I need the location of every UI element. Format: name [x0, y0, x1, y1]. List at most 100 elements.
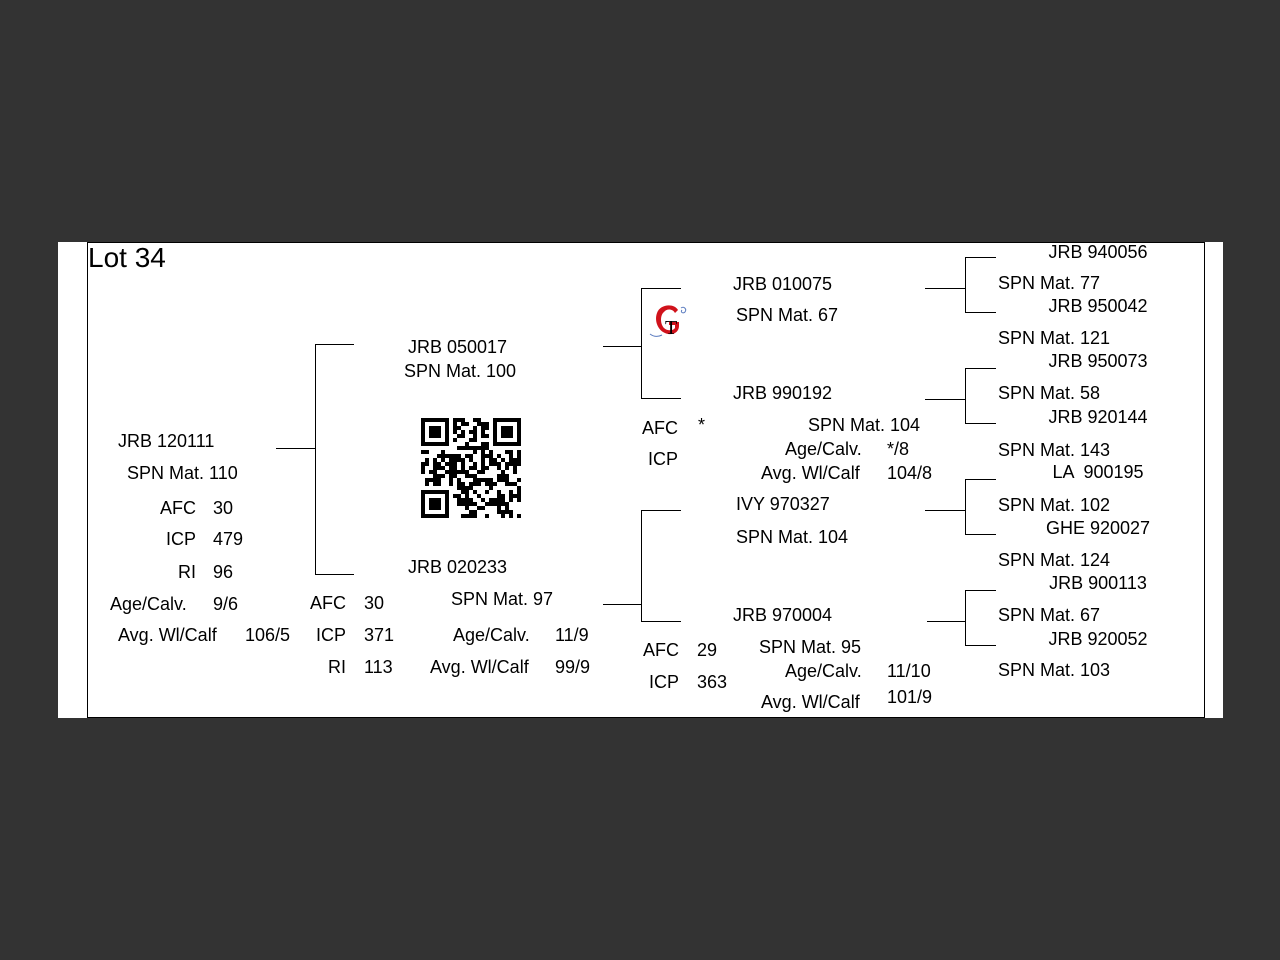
- animal-wl-value: 106/5: [245, 625, 291, 645]
- dam-icp-value: 371: [364, 625, 395, 645]
- bracket-animal-stem: [276, 448, 315, 449]
- g3-0-spn: SPN Mat. 77: [998, 273, 1101, 293]
- g3-6-id: JRB 900113: [1049, 573, 1147, 593]
- animal-ri-label: RI: [178, 562, 196, 582]
- sd-afc-value: *: [698, 415, 706, 435]
- animal-ri-value: 96: [213, 562, 234, 582]
- bracket-g3-b-vertical: [965, 368, 966, 424]
- ss-id: JRB 010075: [733, 274, 833, 294]
- bracket-dam-vertical: [641, 510, 642, 622]
- bracket-sire-arm: [315, 344, 354, 345]
- animal-age-label: Age/Calv.: [110, 594, 187, 614]
- sd-spn: SPN Mat. 104: [808, 415, 921, 435]
- animal-spn: SPN Mat. 110: [127, 463, 238, 483]
- dd-afc-label: AFC: [643, 640, 679, 660]
- bracket-sire-vertical: [641, 288, 642, 399]
- sire-spn: SPN Mat. 100: [404, 361, 517, 381]
- lot-title: Lot 34: [88, 242, 166, 273]
- dd-id: JRB 970004: [733, 605, 833, 625]
- dd-spn: SPN Mat. 95: [759, 637, 862, 657]
- g3-4-spn: SPN Mat. 102: [998, 495, 1111, 515]
- sire-id: JRB 050017: [408, 337, 508, 357]
- bracket-g3-c-stem: [925, 510, 965, 511]
- g3-6-spn: SPN Mat. 67: [998, 605, 1101, 625]
- pedigree-page: Lot 34 JRB 120111 SPN Mat. 110 AFC 30 IC…: [58, 242, 1223, 718]
- g3-5-spn: SPN Mat. 124: [998, 550, 1111, 570]
- dd-icp-label: ICP: [648, 672, 679, 692]
- dd-age-value: 11/10: [887, 661, 931, 681]
- bracket-g3-c-bottom-arm: [965, 534, 996, 535]
- bracket-dam-stem: [603, 604, 641, 605]
- frame-left-line: [87, 242, 88, 718]
- bracket-dam-arm: [315, 574, 354, 575]
- sd-id: JRB 990192: [733, 383, 833, 403]
- sd-age-label: Age/Calv.: [785, 439, 862, 459]
- bracket-g3-c-top-arm: [965, 479, 996, 480]
- sd-wl-label: Avg. Wl/Calf: [761, 463, 860, 483]
- g3-2-id: JRB 950073: [1048, 351, 1148, 371]
- dam-afc-label: AFC: [310, 593, 346, 613]
- animal-id: JRB 120111: [118, 431, 215, 451]
- bracket-g3-d-top-arm: [965, 590, 996, 591]
- dam-age-value: 11/9: [555, 625, 589, 645]
- animal-age-value: 9/6: [213, 594, 239, 614]
- dam-wl-label: Avg. Wl/Calf: [430, 657, 529, 677]
- g3-7-spn: SPN Mat. 103: [998, 660, 1111, 680]
- dd-wl-value: 101/9: [887, 687, 933, 707]
- dd-age-label: Age/Calv.: [785, 661, 862, 681]
- qr-code-icon: [421, 418, 521, 518]
- bracket-g3-d-bottom-arm: [965, 645, 996, 646]
- dam-id: JRB 020233: [408, 557, 508, 577]
- g3-3-id: JRB 920144: [1048, 407, 1148, 427]
- sd-age-value: */8: [887, 439, 910, 459]
- bracket-ds-arm: [641, 510, 681, 511]
- sd-icp-label: ICP: [647, 449, 678, 469]
- g3-3-spn: SPN Mat. 143: [998, 440, 1111, 460]
- bracket-g3-a-top-arm: [965, 257, 996, 258]
- g3-0-id: JRB 940056: [1048, 242, 1148, 262]
- g3-1-spn: SPN Mat. 121: [998, 328, 1111, 348]
- bracket-g3-a-vertical: [965, 257, 966, 313]
- svg-text:T: T: [665, 317, 677, 339]
- ss-spn: SPN Mat. 67: [736, 305, 839, 325]
- bracket-g3-c-vertical: [965, 479, 966, 535]
- frame-top-line: [87, 242, 1204, 243]
- bracket-g3-b-bottom-arm: [965, 423, 996, 424]
- dam-icp-label: ICP: [315, 625, 346, 645]
- animal-afc-label: AFC: [160, 498, 196, 518]
- bracket-g3-a-bottom-arm: [965, 312, 996, 313]
- animal-afc-value: 30: [213, 498, 234, 518]
- dd-wl-label: Avg. Wl/Calf: [761, 692, 860, 712]
- animal-wl-label: Avg. Wl/Calf: [118, 625, 217, 645]
- bracket-sire-stem: [603, 346, 641, 347]
- sd-afc-label: AFC: [642, 418, 678, 438]
- g3-1-id: JRB 950042: [1048, 296, 1148, 316]
- dam-afc-value: 30: [364, 593, 385, 613]
- g3-7-id: JRB 920052: [1048, 629, 1148, 649]
- dam-age-label: Age/Calv.: [453, 625, 530, 645]
- frame-right-line: [1204, 242, 1205, 718]
- bracket-sd-arm: [641, 398, 681, 399]
- dd-icp-value: 363: [697, 672, 728, 692]
- dam-ri-label: RI: [328, 657, 346, 677]
- g3-4-id: LA 900195: [1052, 462, 1144, 482]
- dam-spn: SPN Mat. 97: [451, 589, 554, 609]
- sd-wl-value: 104/8: [887, 463, 933, 483]
- animal-icp-label: ICP: [165, 529, 196, 549]
- bracket-dd-arm: [641, 621, 681, 622]
- bracket-g3-a-stem: [925, 288, 965, 289]
- bracket-ss-arm: [641, 288, 681, 289]
- gt-logo-icon: T: [649, 305, 687, 339]
- bracket-g3-b-top-arm: [965, 368, 996, 369]
- dd-afc-value: 29: [697, 640, 718, 660]
- bracket-g3-d-stem: [927, 621, 965, 622]
- g3-5-id: GHE 920027: [1045, 518, 1151, 538]
- ds-spn: SPN Mat. 104: [736, 527, 849, 547]
- dam-wl-value: 99/9: [555, 657, 591, 677]
- bracket-g3-d-vertical: [965, 590, 966, 646]
- frame-bottom-line: [87, 717, 1204, 718]
- bracket-g3-b-stem: [925, 399, 965, 400]
- g3-2-spn: SPN Mat. 58: [998, 383, 1101, 403]
- bracket-animal-vertical: [315, 344, 316, 575]
- animal-icp-value: 479: [213, 529, 244, 549]
